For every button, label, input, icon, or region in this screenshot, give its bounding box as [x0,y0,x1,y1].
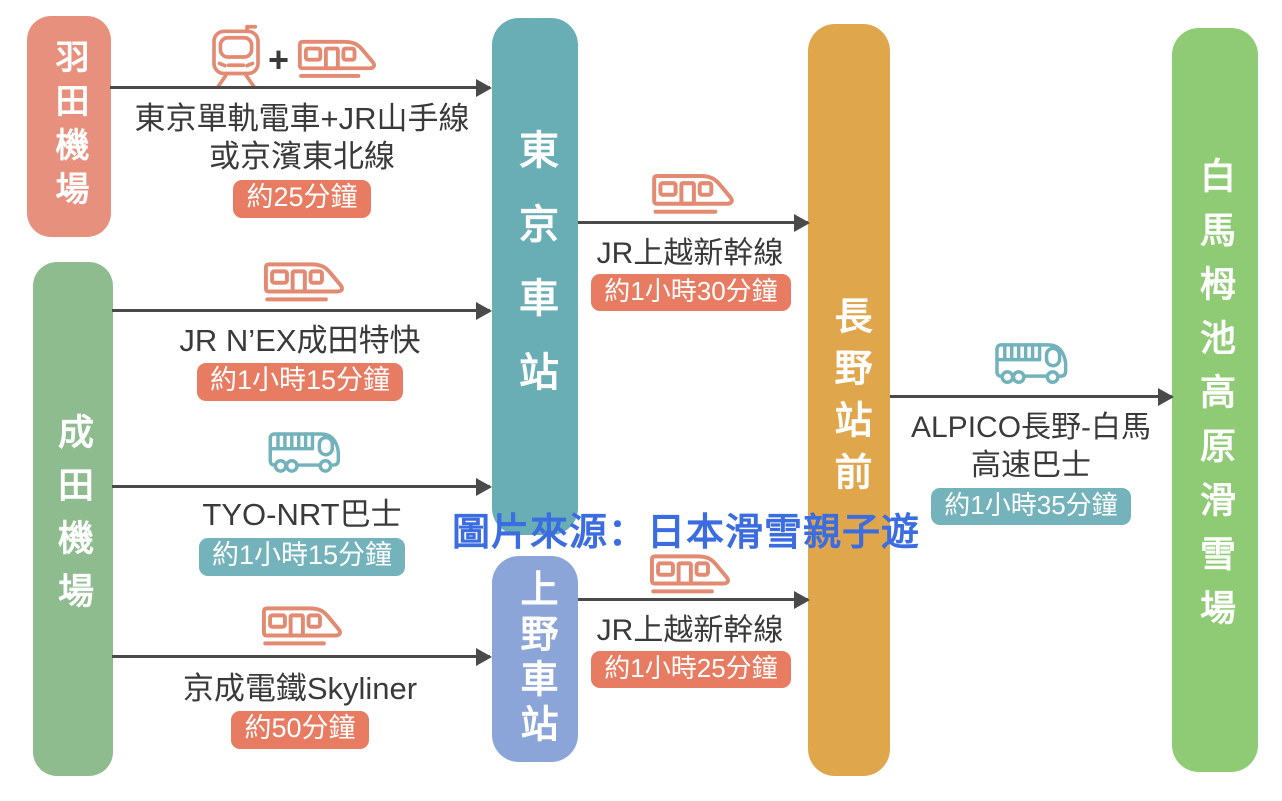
duration-badge-row: 約1小時30分鐘 [566,274,816,311]
station-label: 成田機場 [53,413,94,625]
watermark-text: 圖片來源：日本滑雪親子遊 [452,512,921,554]
duration-badge-row: 約1小時35分鐘 [905,488,1157,525]
station-ueno-station: 上野車站 [492,556,578,762]
route-arrow-narita-tokyo-train [112,309,490,312]
station-label: 上野車站 [514,569,556,749]
station-narita-airport: 成田機場 [33,262,113,776]
route-arrow-tokyo-nagano [578,221,808,224]
train-icon [262,256,346,306]
duration-badge: 約1小時35分鐘 [931,488,1131,525]
route-label: TYO-NRT巴士 [202,497,402,532]
duration-badge: 約1小時25分鐘 [591,651,791,688]
bus-icon [990,338,1070,390]
station-label: 羽田機場 [50,38,88,215]
duration-badge: 約50分鐘 [231,711,369,749]
route-arrow-ueno-nagano [578,598,808,601]
train-icon [296,34,378,82]
train-icon [650,168,736,218]
route-label: JR上越新幹線 [596,237,784,270]
monorail-icon [206,24,266,90]
duration-badge: 約25分鐘 [233,180,371,218]
route-arrow-narita-tokyo-bus [112,485,490,488]
duration-badge-row: 約1小時15分鐘 [127,538,477,576]
route-label: JR上越新幹線 [596,614,784,647]
duration-badge: 約1小時30分鐘 [591,274,791,311]
route-arrow-nagano-hakuba [890,395,1172,398]
station-label: 長野站前 [828,296,870,504]
station-label: 白馬栂池高原滑雪場 [1195,157,1236,643]
station-nagano-ekimae: 長野站前 [808,24,890,776]
plus-sign: + [268,39,290,80]
route-label: ALPICO長野-白馬 高速巴士 [910,411,1152,482]
route-label: 東京單軌電車+JR山手線 或京濱東北線 [134,101,470,174]
bus-icon [262,428,344,478]
route-label: JR N’EX成田特快 [179,323,421,358]
route-arrow-narita-ueno [112,655,490,658]
duration-badge-row: 約25分鐘 [127,180,477,218]
duration-badge-row: 約1小時15分鐘 [115,363,485,401]
duration-badge: 約1小時15分鐘 [196,363,404,401]
route-arrow-haneda-tokyo [110,86,490,89]
station-hakuba-tsugaike-ski-resort: 白馬栂池高原滑雪場 [1172,28,1258,772]
station-haneda-airport: 羽田機場 [27,16,111,237]
train-icon [260,600,344,650]
duration-badge: 約1小時15分鐘 [198,538,406,576]
duration-badge-row: 約1小時25分鐘 [566,651,816,688]
duration-badge-row: 約50分鐘 [115,711,485,749]
station-label: 東京車站 [513,128,557,425]
route-label: 京成電鐵Skyliner [182,671,418,706]
station-tokyo-station: 東京車站 [492,18,578,535]
